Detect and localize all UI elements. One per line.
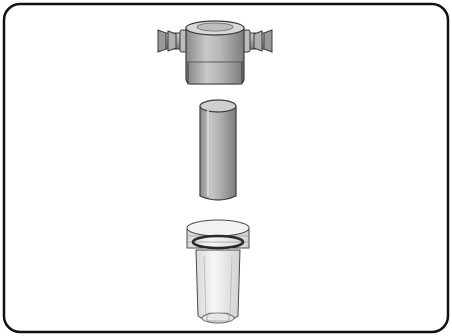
filter-cartridge	[200, 100, 236, 200]
left-hose-barb	[158, 30, 188, 52]
right-hose-barb	[242, 30, 272, 52]
